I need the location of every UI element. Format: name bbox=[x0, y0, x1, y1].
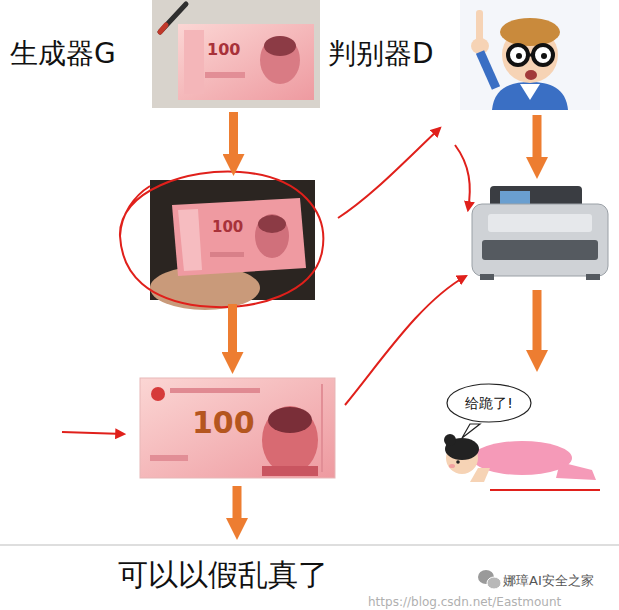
fake-note-photo-part bbox=[264, 36, 296, 56]
bubble-outline bbox=[447, 384, 531, 422]
conclusion-text-holder: 可以以假乱真了 bbox=[118, 558, 328, 593]
fake-note-photo-part bbox=[178, 24, 314, 100]
note-value: 100 bbox=[207, 41, 240, 59]
hand-drawn-arrow-part bbox=[338, 128, 440, 218]
discriminator-boy bbox=[460, 0, 600, 110]
note-value: 100 bbox=[192, 406, 255, 441]
watermark: https://blog.csdn.net/Eastmount bbox=[368, 596, 561, 610]
watermark-holder: https://blog.csdn.net/Eastmount bbox=[368, 591, 561, 610]
discriminator-boy-part bbox=[541, 53, 547, 59]
role-label: 生成器G bbox=[10, 38, 116, 70]
fake-note-photo-part bbox=[152, 0, 320, 108]
copied-note-photo-part bbox=[178, 209, 202, 271]
role-label: 判别器D bbox=[328, 38, 434, 70]
role-label-holder: 生成器G bbox=[10, 38, 116, 70]
real-note-part bbox=[151, 387, 165, 401]
hand-drawn-arrow-part bbox=[345, 276, 466, 405]
flow-arrow-part bbox=[533, 290, 542, 350]
flow-arrow-part bbox=[233, 486, 242, 518]
copied-note-photo-part bbox=[258, 215, 286, 233]
kneeling-girl-part bbox=[470, 468, 490, 482]
real-note: 100 bbox=[140, 378, 335, 478]
counting-machine-part bbox=[500, 191, 530, 204]
discriminator-boy-part bbox=[525, 70, 537, 80]
counting-machine-part bbox=[480, 274, 494, 280]
fake-note-photo-part bbox=[260, 36, 300, 84]
fake-note: 100 bbox=[152, 0, 320, 108]
discriminator-boy-part bbox=[492, 82, 568, 110]
hand-drawn-arrow-part bbox=[62, 432, 124, 434]
counting-machine-part bbox=[472, 204, 608, 276]
flow-arrow bbox=[229, 112, 238, 154]
red-circle-mark bbox=[120, 172, 323, 308]
counting-machine bbox=[472, 186, 608, 280]
flow-arrow bbox=[228, 304, 237, 352]
discriminator-boy-part bbox=[460, 0, 600, 110]
kneeling-girl-part bbox=[449, 464, 455, 468]
fake-note-photo-part bbox=[205, 72, 245, 78]
real-note-part bbox=[170, 388, 260, 393]
copied-note-photo-part bbox=[172, 198, 306, 276]
counting-machine-part bbox=[482, 240, 598, 260]
real-note-part bbox=[268, 407, 312, 433]
real-note bbox=[140, 378, 335, 478]
copied-note-photo-part bbox=[255, 214, 289, 258]
real-note-part bbox=[262, 406, 318, 474]
discriminator-boy-part bbox=[471, 38, 489, 54]
fake-note-photo-part bbox=[184, 30, 204, 94]
real-note-part bbox=[262, 466, 318, 476]
divider-line bbox=[0, 545, 619, 546]
discriminator-boy-part bbox=[480, 52, 496, 88]
conclusion-text: 可以以假乱真了 bbox=[118, 558, 328, 593]
real-note-part bbox=[140, 378, 335, 478]
speech-bubble: 给跪了! bbox=[446, 383, 532, 423]
discriminator-boy-part bbox=[500, 18, 560, 46]
kneeling-girl bbox=[444, 424, 600, 490]
real-note-part bbox=[150, 455, 188, 461]
kneeling-girl-part bbox=[490, 489, 600, 491]
counting-machine-part bbox=[586, 274, 600, 280]
watermark: 娜璋AI安全之家 bbox=[503, 574, 594, 589]
hand-drawn-arrow bbox=[62, 128, 470, 434]
discriminator-boy-part bbox=[528, 54, 533, 57]
copied-note: 100 bbox=[150, 180, 315, 300]
note-value: 100 bbox=[212, 219, 243, 236]
wechat-icon-part bbox=[487, 577, 501, 589]
discriminator-boy-part bbox=[508, 45, 528, 65]
real-note-part bbox=[321, 384, 323, 472]
fake-note-photo bbox=[152, 0, 320, 108]
kneeling-girl-part bbox=[456, 460, 460, 464]
flow-arrow bbox=[237, 115, 537, 518]
hand-drawn-arrow-part bbox=[455, 145, 470, 210]
flow-arrow-part bbox=[533, 115, 542, 157]
kneeling-girl-part bbox=[556, 462, 596, 480]
discriminator-boy-part bbox=[533, 45, 553, 65]
kneeling-girl-part bbox=[462, 424, 480, 438]
copied-note-photo-part bbox=[210, 252, 244, 257]
discriminator-boy-part bbox=[520, 84, 540, 100]
role-label-holder: 判别器D bbox=[328, 38, 434, 70]
discriminator-boy-part bbox=[516, 53, 522, 59]
counting-machine-part bbox=[488, 214, 592, 232]
wechat-icon bbox=[478, 570, 501, 589]
kneeling-girl-part bbox=[444, 434, 456, 446]
bubble-text: 给跪了! bbox=[465, 395, 513, 411]
watermark-holder: 娜璋AI安全之家 bbox=[503, 570, 594, 589]
fake-note-photo-part bbox=[160, 25, 166, 32]
discriminator-boy-part bbox=[476, 10, 483, 42]
